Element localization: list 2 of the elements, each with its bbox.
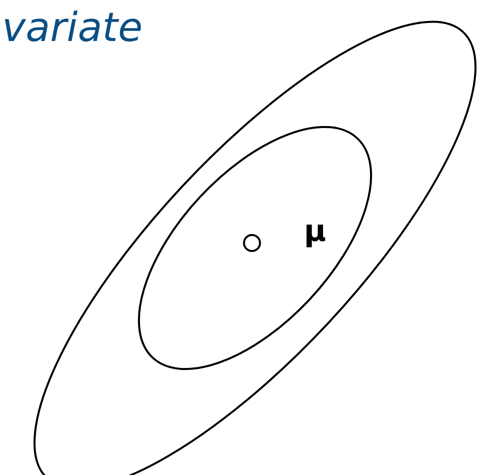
title: variate [2, 4, 143, 53]
mean-label: μ [304, 214, 326, 250]
